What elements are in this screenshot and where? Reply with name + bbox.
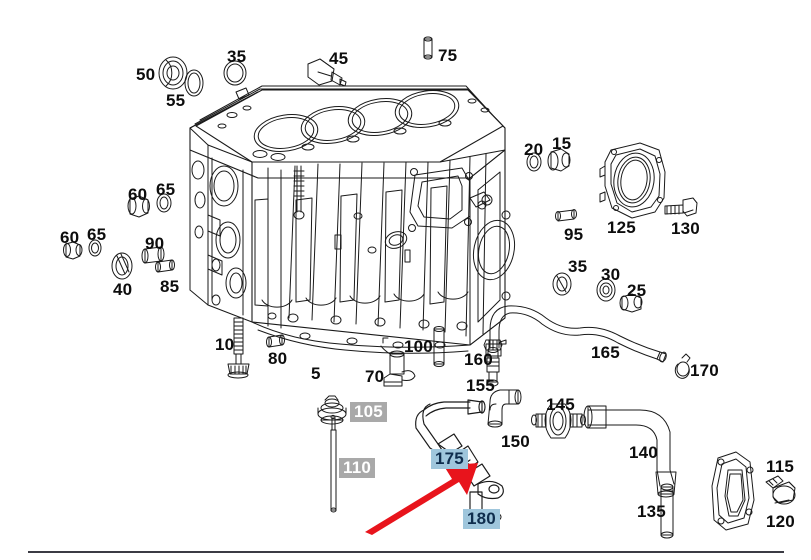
callout-40[interactable]: 40 — [113, 280, 133, 299]
part-110-dipstick — [330, 414, 337, 513]
callout-80[interactable]: 80 — [268, 349, 288, 368]
callout-135[interactable]: 135 — [637, 502, 666, 521]
part-130-bolt — [664, 197, 698, 217]
part-170-clamp — [674, 353, 691, 379]
part-80-dowel — [266, 334, 285, 348]
callout-45[interactable]: 45 — [329, 49, 349, 68]
callout-115[interactable]: 115 — [766, 457, 795, 476]
part-25-bush — [619, 293, 643, 313]
callout-165[interactable]: 165 — [591, 343, 620, 362]
part-90-sleeve — [141, 246, 165, 264]
part-135-tube — [660, 483, 674, 539]
callout-60-lower[interactable]: 60 — [60, 228, 80, 247]
cylinder-block — [189, 85, 516, 354]
callout-170[interactable]: 170 — [690, 361, 719, 380]
part-155-valve — [486, 347, 500, 387]
part-75-dowel — [423, 36, 433, 60]
callout-35-right[interactable]: 35 — [568, 257, 588, 276]
part-15-plug — [547, 148, 571, 172]
red-pointer-arrow — [365, 463, 478, 535]
part-35-plug-top — [223, 60, 247, 86]
part-35-ring-right — [552, 272, 572, 296]
callout-75[interactable]: 75 — [438, 46, 458, 65]
part-55-o-ring — [184, 69, 204, 97]
callout-25[interactable]: 25 — [627, 281, 647, 300]
callout-90[interactable]: 90 — [145, 234, 165, 253]
callout-65-upper[interactable]: 65 — [156, 180, 176, 199]
part-160-clamp — [483, 339, 507, 351]
callout-105-highlighted[interactable]: 105 — [350, 402, 387, 422]
callout-60-upper[interactable]: 60 — [128, 185, 148, 204]
callout-50[interactable]: 50 — [136, 65, 156, 84]
part-165-hose — [485, 305, 667, 363]
part-125-seal-carrier — [599, 142, 666, 219]
part-20-washer — [526, 152, 542, 172]
callout-130[interactable]: 130 — [671, 219, 700, 238]
part-60-65-lower — [63, 239, 102, 260]
callout-85[interactable]: 85 — [160, 277, 180, 296]
part-120-bolt — [765, 475, 796, 505]
part-145-check-valve — [531, 403, 586, 439]
callout-65-lower[interactable]: 65 — [87, 225, 107, 244]
part-150-elbow — [487, 389, 522, 428]
callout-20[interactable]: 20 — [524, 140, 544, 159]
callout-110-highlighted[interactable]: 110 — [339, 458, 376, 478]
callout-145[interactable]: 145 — [546, 395, 575, 414]
part-140-hose — [583, 405, 677, 498]
callout-100[interactable]: 100 — [404, 337, 433, 356]
part-60-65-upper — [127, 193, 172, 218]
part-45-sensor — [307, 58, 347, 87]
part-40-ring — [111, 252, 133, 280]
part-85-sleeve — [155, 259, 175, 273]
callout-10[interactable]: 10 — [215, 335, 235, 354]
part-70-sender — [380, 337, 416, 387]
callout-95[interactable]: 95 — [564, 225, 584, 244]
callout-125[interactable]: 125 — [607, 218, 636, 237]
part-50-seal — [158, 56, 188, 90]
part-100-tube — [433, 326, 445, 367]
callout-150[interactable]: 150 — [501, 432, 530, 451]
callout-35-top[interactable]: 35 — [227, 47, 247, 66]
part-95-sleeve — [555, 209, 577, 222]
callout-175-highlighted[interactable]: 175 — [431, 449, 468, 469]
part-30-seal — [596, 278, 616, 302]
callout-70[interactable]: 70 — [365, 367, 385, 386]
callout-55[interactable]: 55 — [166, 91, 186, 110]
part-115-bracket — [711, 451, 755, 531]
callout-160[interactable]: 160 — [464, 350, 493, 369]
callout-5[interactable]: 5 — [311, 364, 321, 383]
bottom-separator-rule — [28, 551, 784, 553]
callout-15[interactable]: 15 — [552, 134, 572, 153]
callout-140[interactable]: 140 — [629, 443, 658, 462]
callout-120[interactable]: 120 — [766, 512, 795, 531]
callout-30[interactable]: 30 — [601, 265, 621, 284]
callout-155[interactable]: 155 — [466, 376, 495, 395]
callout-180-highlighted[interactable]: 180 — [463, 509, 500, 529]
part-10-stretch-bolt — [227, 317, 250, 379]
